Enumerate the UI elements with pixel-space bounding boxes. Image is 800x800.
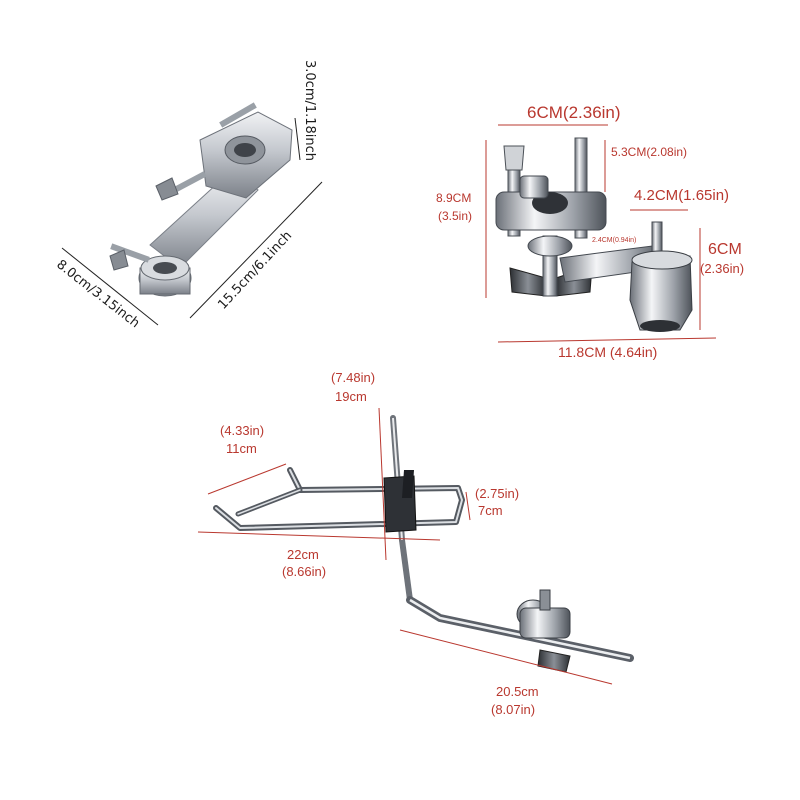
holder-frame-depth-in: (2.75in)	[475, 486, 520, 501]
clamp2-top-width-cm: 6CM	[527, 103, 563, 122]
holder-rod-height-cm: 19cm	[335, 389, 367, 404]
clamp2-body-height-in: (3.5in)	[438, 209, 473, 223]
holder-frame-width-in: (8.66in)	[282, 564, 327, 579]
holder-illustration	[197, 407, 634, 685]
clamp2-socket-height-cm: 6CM	[708, 241, 742, 258]
clamp2-post-height-label: 5.3CM(2.08in)	[611, 146, 687, 158]
holder-arm-length-in: (8.07in)	[491, 702, 536, 717]
holder-frame-width-cm: 22cm	[287, 547, 319, 562]
holder-frame-depth-cm: 7cm	[478, 503, 503, 518]
holder-prong-cm: 11cm	[226, 441, 257, 456]
clamp-1-illustration	[61, 102, 323, 326]
clamp2-arm-width-in: (1.65in)	[678, 187, 730, 204]
clamp2-total-length-in: (4.64in)	[609, 344, 658, 360]
clamp-2-illustration	[485, 124, 717, 343]
clamp2-total-length-cm: 11.8CM	[558, 344, 606, 360]
clamp2-top-width-in: (2.36in)	[562, 103, 621, 122]
clamp2-bore-cm: 2.4CM	[592, 237, 613, 244]
clamp2-top-width-label: 6CM(2.36in)	[527, 104, 621, 121]
clamp2-post-height-in: (2.08in)	[646, 145, 688, 159]
clamp2-arm-width-label: 4.2CM(1.65in)	[634, 188, 729, 203]
clamp2-arm-width-cm: 4.2CM	[634, 187, 679, 204]
clamp2-bore-label: 2.4CM(0.94in)	[592, 237, 636, 244]
holder-prong-in: (4.33in)	[220, 423, 265, 438]
clamp2-total-length-label: 11.8CM (4.64in)	[558, 345, 657, 359]
clamp1-height-label: 3.0cm/1.18inch	[302, 60, 317, 162]
holder-rod-height-in: (7.48in)	[331, 370, 376, 385]
clamp2-body-height-cm: 8.9CM	[436, 191, 472, 205]
holder-arm-length-cm: 20.5cm	[496, 684, 539, 699]
clamp2-post-height-cm: 5.3CM	[611, 145, 647, 159]
clamp2-socket-height-in: (2.36in)	[700, 261, 745, 276]
clamp2-bore-in: (0.94in)	[612, 237, 637, 244]
